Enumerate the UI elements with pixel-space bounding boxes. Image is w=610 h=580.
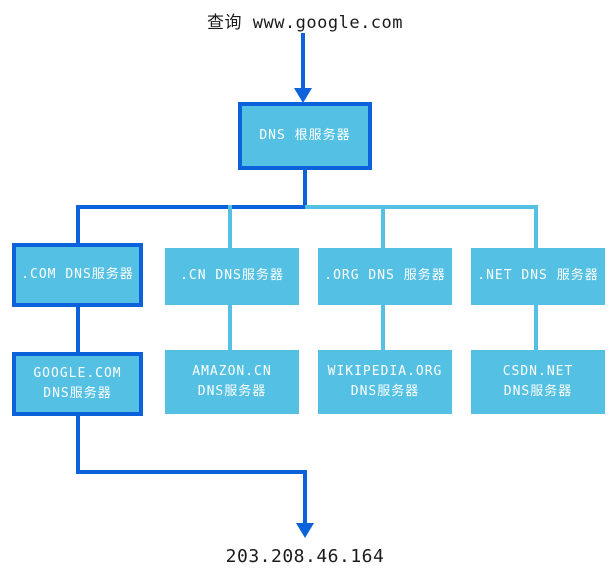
connector-drop-com: [76, 205, 80, 245]
connector-bus-light: [305, 205, 538, 209]
connector-org-auth: [381, 305, 385, 351]
dns-root-server-label: DNS 根服务器: [259, 127, 351, 143]
tld-net-label: .NET DNS 服务器: [477, 268, 599, 284]
connector-com-auth: [76, 307, 80, 352]
auth-google-line2: DNS服务器: [43, 386, 112, 401]
auth-amazon-line2: DNS服务器: [197, 384, 267, 399]
result-arrow-shaft: [303, 470, 307, 525]
down-arrowhead-icon: [296, 523, 314, 538]
connector-drop-net: [534, 205, 538, 250]
result-path-drop: [76, 416, 80, 474]
connector-bus-dark: [76, 205, 305, 209]
auth-amazon-line1: AMAZON.CN: [192, 363, 272, 379]
connector-net-auth: [534, 305, 538, 351]
query-label: 查询 www.google.com: [206, 13, 404, 33]
auth-csdn-box: CSDN.NET DNS服务器: [471, 350, 605, 414]
tld-org-label: .ORG DNS 服务器: [324, 268, 446, 284]
auth-google-line1: GOOGLE.COM: [33, 365, 122, 381]
connector-drop-cn: [228, 205, 232, 250]
tld-org-box: .ORG DNS 服务器: [318, 248, 452, 305]
resolved-ip-label: 203.208.46.164: [225, 546, 385, 567]
result-path-horizontal: [76, 470, 307, 474]
connector-root-drop: [303, 170, 307, 209]
auth-csdn-line1: CSDN.NET: [502, 363, 574, 379]
connector-cn-auth: [228, 305, 232, 351]
connector-drop-org: [381, 205, 385, 250]
auth-wikipedia-line2: DNS服务器: [350, 384, 420, 399]
tld-com-box: .COM DNS服务器: [12, 243, 143, 307]
tld-net-box: .NET DNS 服务器: [471, 248, 605, 305]
query-arrow-shaft: [301, 33, 305, 90]
tld-com-label: .COM DNS服务器: [21, 266, 134, 282]
auth-wikipedia-box: WIKIPEDIA.ORG DNS服务器: [318, 350, 452, 414]
tld-cn-label: .CN DNS服务器: [180, 268, 284, 284]
auth-google-box: GOOGLE.COM DNS服务器: [12, 352, 143, 416]
auth-csdn-line2: DNS服务器: [503, 384, 573, 399]
tld-cn-box: .CN DNS服务器: [165, 248, 299, 305]
dns-root-server-box: DNS 根服务器: [238, 102, 372, 170]
down-arrowhead-icon: [294, 88, 312, 103]
auth-wikipedia-line1: WIKIPEDIA.ORG: [327, 363, 443, 379]
auth-amazon-box: AMAZON.CN DNS服务器: [165, 350, 299, 414]
